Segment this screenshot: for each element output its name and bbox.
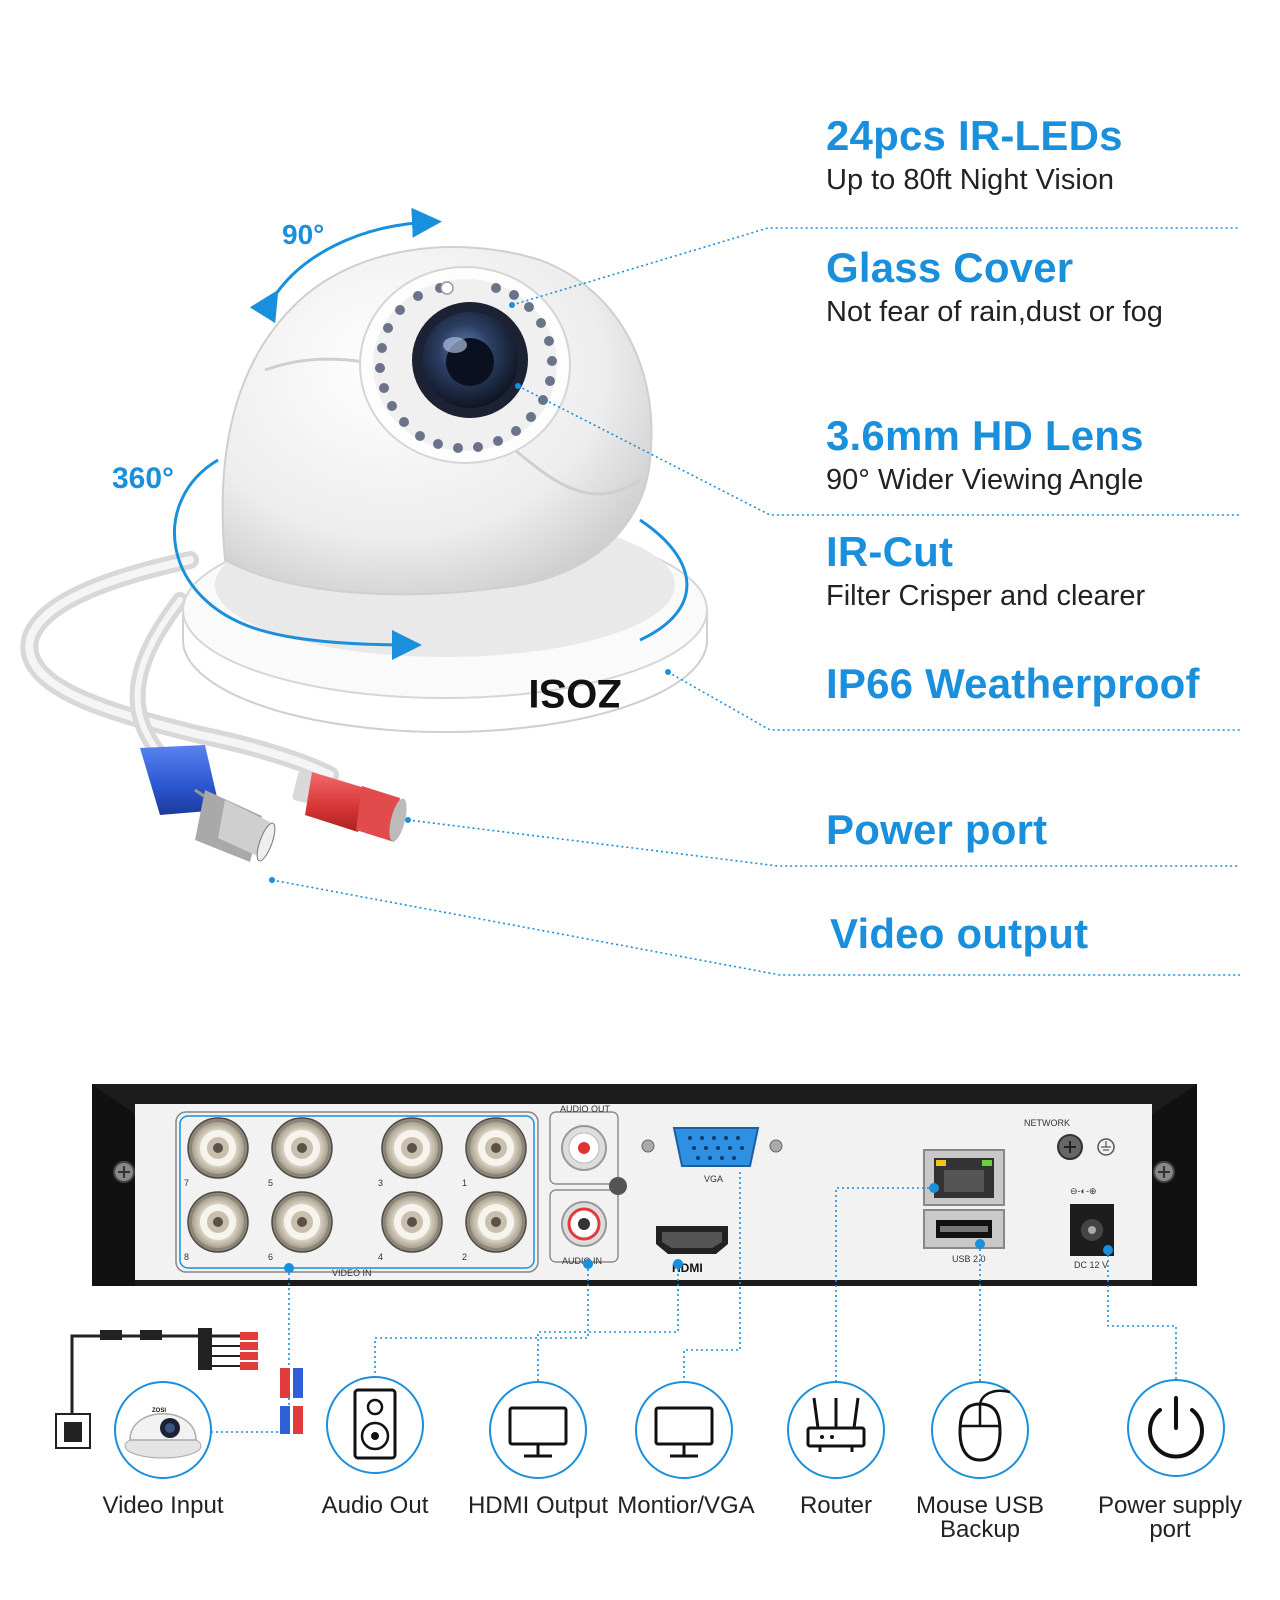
feature-subtitle: 90° Wider Viewing Angle <box>826 464 1144 496</box>
channel-number: 5 <box>268 1178 273 1188</box>
bnc-port <box>381 1117 443 1179</box>
monitor-icon <box>489 1381 587 1479</box>
label-power-supply: Power supply port <box>1097 1492 1243 1543</box>
dvr-rear-panel: VIDEO IN 7 5 3 1 8 6 4 2 AUDIO OUT AUDIO IN VGA <box>92 1084 1197 1286</box>
channel-number: 4 <box>378 1252 383 1262</box>
label-audio-out: Audio Out <box>321 1492 429 1519</box>
feature-glass-cover: Glass Cover Not fear of rain,dust or fog <box>826 244 1163 329</box>
video-in-label: VIDEO IN <box>332 1268 372 1278</box>
audio-out-port <box>561 1125 607 1171</box>
feature-leaders <box>269 227 1240 976</box>
svg-text:⊖-◐-⊕: ⊖-◐-⊕ <box>1070 1186 1097 1196</box>
channel-number: 2 <box>462 1252 467 1262</box>
dc-label: DC 12 V <box>1074 1260 1108 1270</box>
camera-icon: ZOSI <box>114 1381 212 1479</box>
power-icon <box>1127 1379 1225 1477</box>
usb-label: USB 2.0 <box>952 1254 986 1264</box>
audio-in-port <box>561 1201 607 1247</box>
feature-video-output: Video output <box>830 910 1088 958</box>
vga-port <box>672 1127 760 1167</box>
feature-ir-leds: 24pcs IR-LEDs Up to 80ft Night Vision <box>826 112 1123 197</box>
bnc-port <box>271 1191 333 1253</box>
feature-subtitle: Filter Crisper and clearer <box>826 580 1146 612</box>
tilt-angle-label: 90° <box>282 219 324 250</box>
splitter-cable <box>55 1328 303 1449</box>
feature-title: IP66 Weatherproof <box>826 660 1200 707</box>
bnc-port <box>271 1117 333 1179</box>
bnc-port <box>381 1191 443 1253</box>
tilt-arrow <box>249 207 442 324</box>
pan-arrow <box>173 458 422 660</box>
bnc-port <box>187 1117 249 1179</box>
svg-text:ZOSI: ZOSI <box>152 1408 166 1414</box>
feature-title: 24pcs IR-LEDs <box>826 112 1123 159</box>
channel-number: 3 <box>378 1178 383 1188</box>
channel-number: 7 <box>184 1178 189 1188</box>
dome-camera: ZOSI 90° 360° <box>20 207 708 862</box>
feature-title: Power port <box>826 806 1048 853</box>
bnc-port <box>465 1191 527 1253</box>
feature-title: IR-Cut <box>826 528 954 575</box>
power-connector <box>292 771 407 842</box>
connection-leaders <box>206 1172 1177 1433</box>
feature-title: Video output <box>830 910 1089 957</box>
feature-subtitle: Not fear of rain,dust or fog <box>826 296 1163 328</box>
audio-out-label: AUDIO OUT <box>560 1104 611 1114</box>
vga-label: VGA <box>704 1174 723 1184</box>
feature-title: 3.6mm HD Lens <box>826 412 1144 459</box>
label-router: Router <box>799 1492 873 1519</box>
video-in-ports <box>187 1117 527 1253</box>
monitor-icon <box>635 1381 733 1479</box>
label-hdmi-output: HDMI Output <box>467 1492 609 1519</box>
bnc-port <box>465 1117 527 1179</box>
feature-weatherproof: IP66 Weatherproof <box>826 660 1200 708</box>
bnc-port <box>187 1191 249 1253</box>
feature-subtitle: Up to 80ft Night Vision <box>826 164 1115 196</box>
router-icon <box>787 1381 885 1479</box>
audio-in-label: AUDIO IN <box>562 1256 602 1266</box>
label-video-input: Video Input <box>102 1492 224 1519</box>
mouse-icon <box>931 1381 1029 1479</box>
camera-brand: ZOSI <box>528 671 621 715</box>
video-connector <box>140 745 276 862</box>
feature-power-port: Power port <box>826 806 1047 854</box>
feature-hd-lens: 3.6mm HD Lens 90° Wider Viewing Angle <box>826 412 1144 497</box>
feature-ir-cut: IR-Cut Filter Crisper and clearer <box>826 528 1145 613</box>
pan-angle-label: 360° <box>112 462 174 495</box>
channel-number: 8 <box>184 1252 189 1262</box>
network-label: NETWORK <box>1024 1118 1070 1128</box>
channel-number: 6 <box>268 1252 273 1262</box>
channel-number: 1 <box>462 1178 467 1188</box>
label-vga: Montior/VGA <box>617 1492 755 1519</box>
speaker-icon <box>326 1376 424 1474</box>
label-usb-backup: Mouse USB Backup <box>915 1492 1045 1543</box>
feature-title: Glass Cover <box>826 244 1074 291</box>
